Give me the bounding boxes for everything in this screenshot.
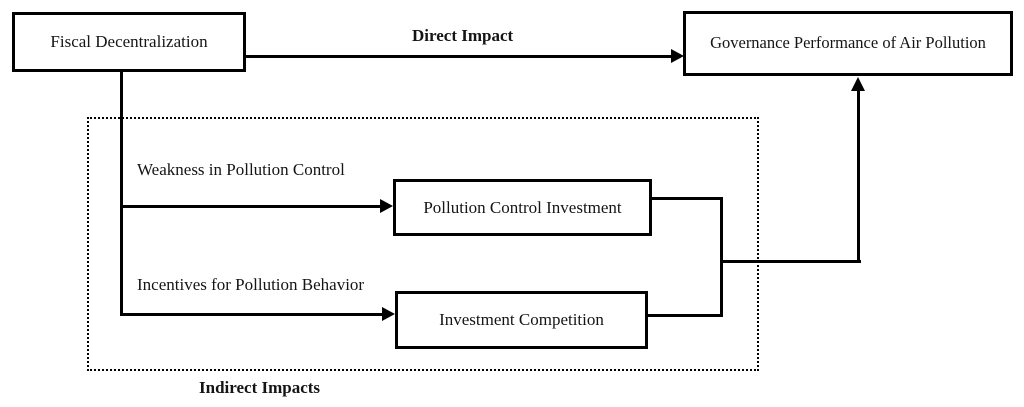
node-pollution-control-investment: Pollution Control Investment — [393, 179, 652, 236]
edge-label-incentives: Incentives for Pollution Behavior — [137, 275, 365, 294]
node-fiscal-label: Fiscal Decentralization — [50, 32, 208, 52]
edge-label-direct-impact: Direct Impact — [412, 26, 514, 45]
connector-incentives — [120, 313, 383, 316]
node-ic-label: Investment Competition — [439, 310, 604, 330]
edge-label-weakness: Weakness in Pollution Control — [137, 160, 345, 179]
arrowhead-incentives-icon — [382, 307, 395, 321]
connector-pci-out — [650, 197, 723, 200]
connector-ic-out — [648, 314, 723, 317]
edge-label-indirect-impacts: Indirect Impacts — [199, 378, 321, 397]
connector-merge-vertical — [720, 197, 723, 317]
connector-merge-horizontal — [720, 260, 861, 263]
indirect-impacts-region — [87, 117, 759, 371]
arrowhead-weakness-icon — [380, 199, 393, 213]
arrowhead-to-governance-icon — [851, 77, 865, 91]
connector-weakness — [120, 205, 381, 208]
node-governance-label: Governance Performance of Air Pollution — [710, 33, 986, 53]
arrowhead-direct-impact-icon — [671, 49, 684, 63]
node-fiscal-decentralization: Fiscal Decentralization — [12, 12, 246, 72]
connector-to-governance — [857, 90, 860, 262]
node-investment-competition: Investment Competition — [395, 291, 648, 349]
connector-direct-impact — [246, 55, 672, 58]
node-governance-performance: Governance Performance of Air Pollution — [683, 11, 1013, 76]
connector-fiscal-vertical — [120, 72, 123, 316]
node-pci-label: Pollution Control Investment — [423, 197, 622, 217]
